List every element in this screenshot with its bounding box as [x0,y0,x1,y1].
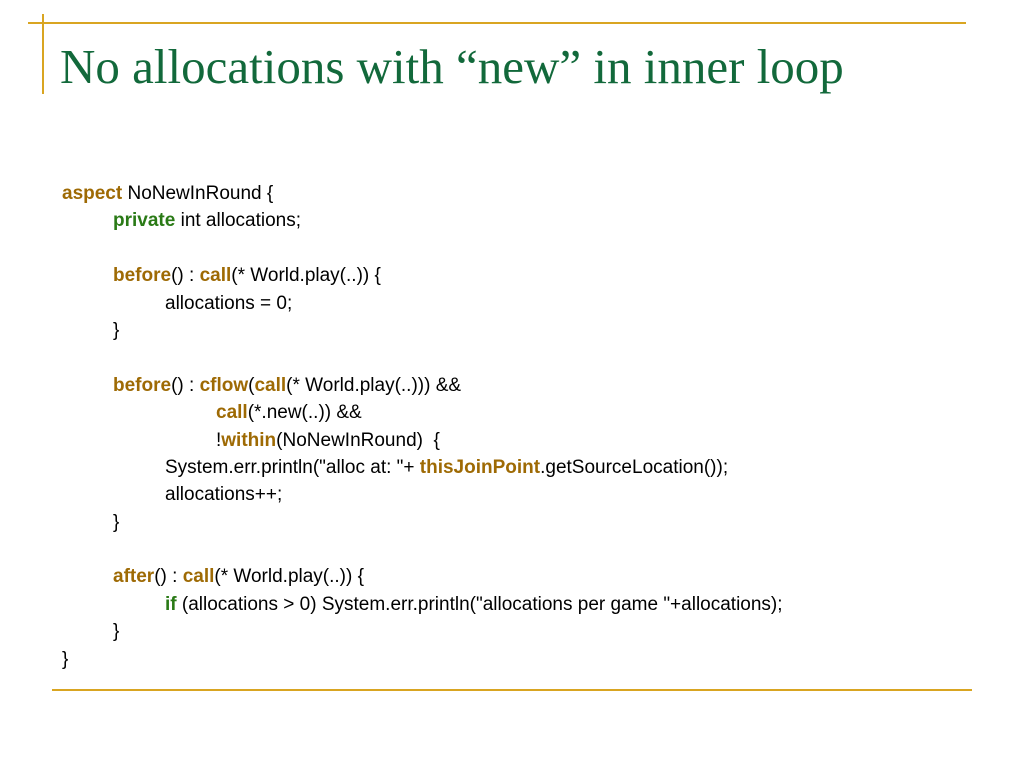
code-text: .getSourceLocation()); [540,456,729,478]
code-text: () : [154,566,183,588]
code-line-6: } [62,317,783,344]
keyword-call: call [254,374,287,396]
code-text: (allocations > 0) System.err.println("al… [176,593,783,615]
code-text: } [113,621,120,643]
keyword-call: call [216,402,248,424]
code-text: (NoNewInRound) { [276,429,440,451]
code-text: NoNewInRound { [122,183,274,204]
code-line-9: call(*.new(..)) && [62,399,783,426]
code-line-2: private int allocations; [62,207,783,234]
slide-frame-bottom-rule [52,689,972,691]
keyword-after: after [113,566,155,588]
slide-title: No allocations with “new” in inner loop [60,39,844,94]
code-line-17: } [62,618,783,645]
code-line-11: System.err.println("alloc at: "+ thisJoi… [62,454,783,481]
keyword-before: before [113,265,172,287]
code-text: } [62,648,69,670]
code-text: int allocations; [175,210,301,232]
keyword-cflow: cflow [199,374,249,396]
code-text: (*.new(..)) && [247,402,362,424]
code-text: System.err.println("alloc at: "+ [165,456,420,478]
code-blank-line [62,536,783,563]
code-text: } [113,511,120,533]
code-text: ! [216,429,222,451]
keyword-call: call [182,566,215,588]
keyword-if: if [165,593,177,615]
code-text: () : [171,265,200,287]
code-line-8: before() : cflow(call(* World.play(..)))… [62,372,783,399]
code-text: } [113,319,120,341]
keyword-aspect: aspect [62,183,123,204]
code-line-12: allocations++; [62,481,783,508]
code-line-15: after() : call(* World.play(..)) { [62,563,783,590]
code-text: allocations++; [165,484,283,506]
code-text: (* World.play(..))) && [286,374,462,396]
code-text: (* World.play(..)) { [231,265,381,287]
slide-frame-top-rule [28,22,966,24]
code-text: (* World.play(..)) { [214,566,364,588]
keyword-private: private [113,210,176,232]
code-line-10: !within(NoNewInRound) { [62,427,783,454]
keyword-call: call [199,265,232,287]
code-line-4: before() : call(* World.play(..)) { [62,262,783,289]
keyword-within: within [221,429,277,451]
slide-frame-left-rule [42,14,44,94]
code-line-16: if (allocations > 0) System.err.println(… [62,591,783,618]
keyword-before: before [113,374,172,396]
code-blank-line [62,235,783,262]
code-line-13: } [62,509,783,536]
code-block: aspect NoNewInRound { private int alloca… [62,180,783,673]
code-line-5: allocations = 0; [62,290,783,317]
code-line-18: } [62,646,783,673]
code-blank-line [62,344,783,371]
code-text: ( [248,374,255,396]
code-text: () : [171,374,200,396]
code-line-1: aspect NoNewInRound { [62,180,783,207]
code-text: allocations = 0; [165,292,293,314]
keyword-thisjoinpoint: thisJoinPoint [419,456,541,478]
